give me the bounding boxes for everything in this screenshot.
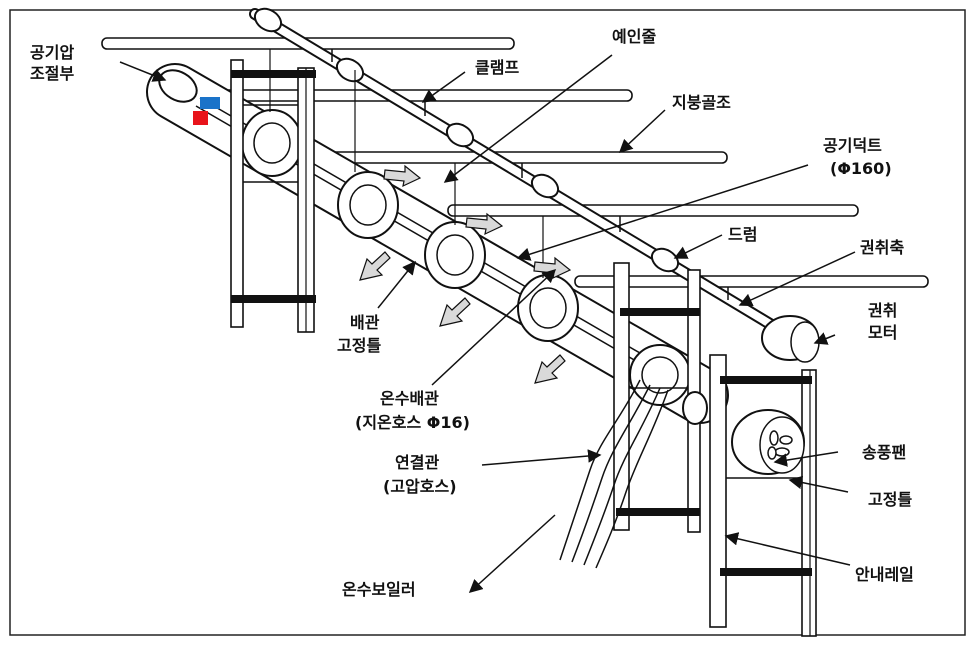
label-guide-rope: 예인줄	[612, 27, 656, 46]
label-blower-fan: 송풍팬	[862, 443, 906, 462]
winding-motor	[761, 315, 820, 363]
label-roof-rafter: 지붕골조	[672, 93, 731, 112]
leader-air-pressure	[119, 61, 167, 82]
label-fixing-frame: 고정틀	[868, 490, 912, 509]
label-connection-pipe-2: (고압호스)	[383, 477, 457, 496]
leader-hot-water-pipe	[431, 268, 557, 386]
blower-fan	[731, 409, 805, 475]
pipe-holders	[241, 109, 691, 406]
pipe-holder	[629, 344, 691, 406]
label-pipe-holder-1: 배관	[350, 313, 380, 332]
label-clamp: 클램프	[475, 58, 519, 77]
leader-winding-shaft	[738, 251, 856, 307]
arrow-down-left-icon	[439, 297, 471, 327]
diagram-border	[9, 9, 966, 636]
label-air-pressure-regulator-2: 조절부	[30, 64, 74, 83]
leader-guide-rail	[724, 532, 851, 566]
label-guide-rail: 안내레일	[855, 565, 914, 584]
label-hot-water-pipe-2: (지온호스 Φ16)	[355, 413, 470, 432]
middle-support-frame	[613, 262, 708, 533]
airflow-arrows	[359, 164, 572, 384]
label-pipe-holder-2: 고정틀	[337, 336, 381, 355]
leader-guide-rope	[443, 54, 613, 183]
rafter-3	[314, 151, 728, 164]
leader-clamp	[421, 71, 466, 103]
label-winding-motor-1: 권취	[868, 301, 897, 320]
fan-blade-icon	[767, 430, 793, 460]
arrow-right-icon	[383, 164, 422, 188]
labels: 공기압 조절부 클램프 예인줄 지붕골조 공기덕트 (Φ160) 드럼 권취축 …	[30, 27, 914, 599]
leader-drum	[673, 234, 723, 259]
label-hot-water-boiler: 온수보일러	[342, 580, 416, 599]
rafter-5	[574, 275, 929, 288]
leader-rafter	[618, 109, 666, 154]
shaft-drums	[253, 7, 680, 273]
label-winding-motor-2: 모터	[868, 323, 897, 342]
label-connection-pipe-1: 연결관	[395, 453, 439, 472]
arrow-down-left-icon	[359, 251, 391, 281]
leader-connection-pipe	[481, 449, 602, 466]
leader-lines	[119, 54, 856, 594]
label-air-duct-2: (Φ160)	[830, 159, 892, 178]
blue-marker	[200, 97, 220, 109]
leader-winding-motor	[813, 332, 836, 345]
leader-blower-fan	[773, 451, 839, 467]
label-hot-water-pipe-1: 온수배관	[380, 389, 439, 408]
rafter-2	[199, 89, 633, 102]
connection-hoses	[559, 379, 669, 569]
label-air-pressure-regulator-1: 공기압	[30, 43, 74, 62]
leader-air-duct	[516, 164, 809, 261]
rafter-4	[447, 204, 859, 217]
leader-fixing-frame	[788, 475, 849, 493]
shaft-hangers	[331, 49, 729, 300]
red-marker	[193, 111, 208, 125]
label-winding-shaft: 권취축	[860, 238, 904, 257]
leader-boiler	[468, 514, 556, 594]
left-support-frame	[230, 59, 316, 333]
pipe-holder	[424, 221, 486, 289]
air-pressure-regulator	[158, 69, 220, 125]
label-drum: 드럼	[728, 225, 757, 244]
pipe-holder	[241, 109, 303, 177]
arrow-down-left-icon	[534, 354, 566, 384]
pipe-holder	[337, 171, 399, 239]
label-air-duct-1: 공기덕트	[823, 136, 882, 155]
arrow-right-icon	[465, 212, 504, 236]
leader-pipe-holder	[377, 260, 416, 309]
pipe-holder	[517, 274, 579, 342]
blower-frame	[709, 354, 817, 637]
arrow-right-icon	[533, 256, 572, 280]
